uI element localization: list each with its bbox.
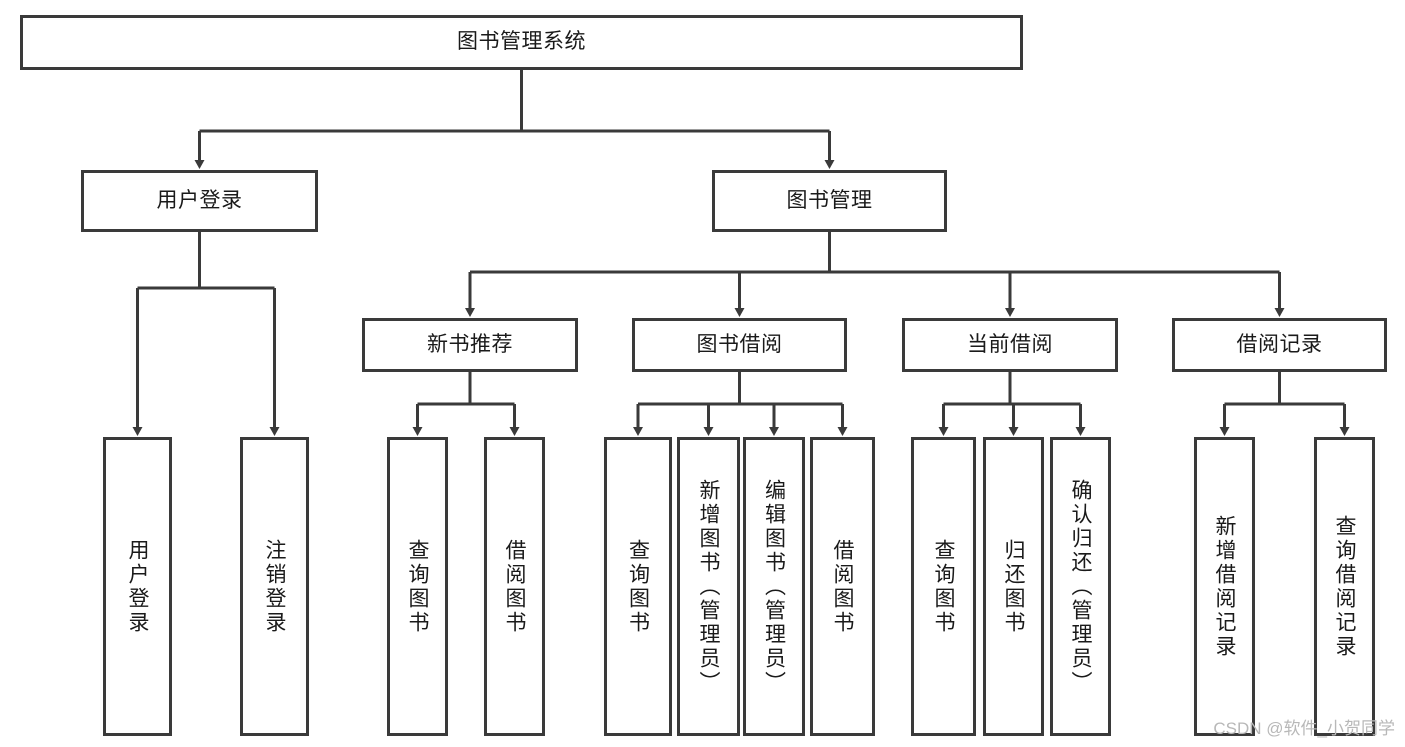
node-label: 查询图书 — [626, 538, 650, 635]
node-label: 当前借阅 — [967, 332, 1053, 356]
node-leaf1[interactable]: 用户登录 — [103, 437, 172, 736]
node-leaf10[interactable]: 归还图书 — [983, 437, 1044, 736]
node-label: 借阅记录 — [1236, 332, 1323, 356]
node-leaf9[interactable]: 查询图书 — [911, 437, 976, 736]
node-leaf7[interactable]: 编辑图书（管理员） — [743, 437, 805, 736]
node-label: 图书管理系统 — [457, 30, 586, 54]
node-label: 编辑图书（管理员） — [762, 478, 786, 695]
node-label: 查询借阅记录 — [1333, 514, 1356, 659]
node-label: 用户登录 — [156, 188, 243, 212]
node-label: 新增借阅记录 — [1213, 514, 1236, 659]
node-login[interactable]: 用户登录 — [81, 170, 318, 232]
node-borrow[interactable]: 图书借阅 — [632, 318, 847, 372]
node-leaf6[interactable]: 新增图书（管理员） — [677, 437, 740, 736]
node-records[interactable]: 借阅记录 — [1172, 318, 1387, 372]
node-leaf3[interactable]: 查询图书 — [387, 437, 448, 736]
node-current[interactable]: 当前借阅 — [902, 318, 1118, 372]
node-bookmgmt[interactable]: 图书管理 — [712, 170, 947, 232]
node-leaf12[interactable]: 新增借阅记录 — [1194, 437, 1255, 736]
node-label: 图书借阅 — [696, 332, 783, 356]
node-label: 新增图书（管理员） — [697, 478, 720, 695]
node-label: 查询图书 — [932, 538, 955, 635]
node-root[interactable]: 图书管理系统 — [20, 15, 1023, 70]
csdn-watermark: CSDN @软件_小贺同学 — [1213, 719, 1395, 738]
node-leaf5[interactable]: 查询图书 — [604, 437, 672, 736]
node-leaf11[interactable]: 确认归还（管理员） — [1050, 437, 1111, 736]
node-label: 确认归还（管理员） — [1069, 478, 1092, 695]
node-leaf8[interactable]: 借阅图书 — [810, 437, 875, 736]
node-leaf13[interactable]: 查询借阅记录 — [1314, 437, 1375, 736]
node-leaf2[interactable]: 注销登录 — [240, 437, 309, 736]
node-label: 借阅图书 — [503, 538, 526, 635]
node-label: 借阅图书 — [831, 538, 854, 635]
node-label: 注销登录 — [263, 538, 286, 635]
node-newbook[interactable]: 新书推荐 — [362, 318, 578, 372]
node-label: 图书管理 — [786, 188, 873, 212]
node-label: 用户登录 — [126, 538, 149, 635]
node-label: 查询图书 — [406, 538, 429, 635]
node-leaf4[interactable]: 借阅图书 — [484, 437, 545, 736]
node-label: 新书推荐 — [427, 332, 513, 356]
node-label: 归还图书 — [1002, 538, 1025, 635]
